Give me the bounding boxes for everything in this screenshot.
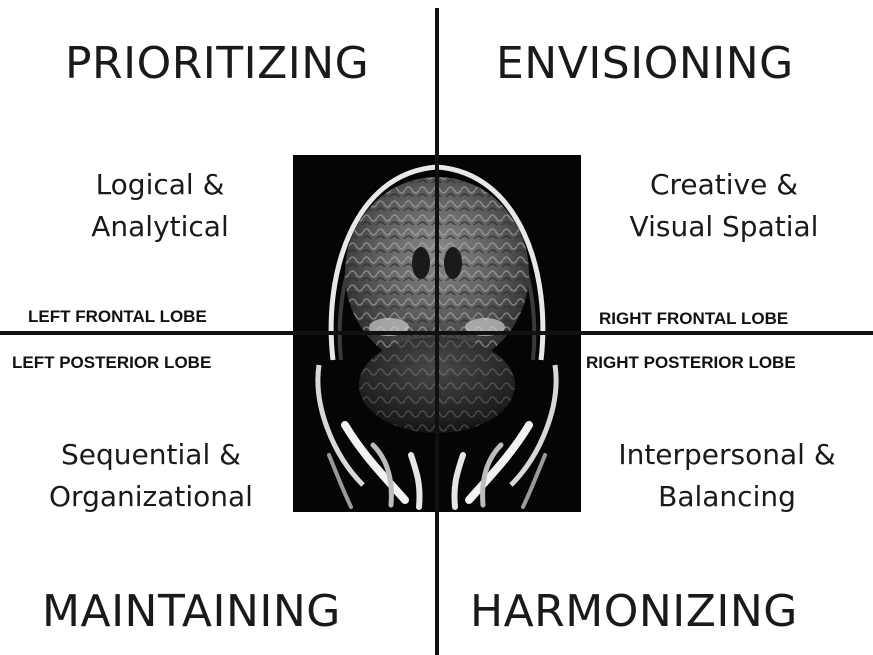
quadrant-title-bottom-right: HARMONIZING: [470, 586, 798, 637]
label-left-frontal-lobe: LEFT FRONTAL LOBE: [28, 307, 207, 326]
trait-top-right: Creative & Visual Spatial: [594, 164, 854, 248]
label-right-posterior-lobe: RIGHT POSTERIOR LOBE: [586, 353, 796, 372]
trait-bottom-left: Sequential & Organizational: [20, 434, 282, 518]
quadrant-title-top-left: PRIORITIZING: [65, 38, 370, 89]
horizontal-axis-line: [0, 331, 873, 335]
trait-bottom-left-line-2: Organizational: [49, 480, 253, 513]
trait-top-left-line-1: Logical &: [95, 168, 225, 201]
trait-top-right-line-1: Creative &: [649, 168, 799, 201]
trait-bottom-right: Interpersonal & Balancing: [592, 434, 862, 518]
label-right-frontal-lobe: RIGHT FRONTAL LOBE: [599, 309, 789, 328]
trait-top-right-line-2: Visual Spatial: [629, 210, 819, 243]
trait-bottom-left-line-1: Sequential &: [61, 438, 241, 471]
trait-top-left-line-2: Analytical: [91, 210, 229, 243]
trait-bottom-right-line-1: Interpersonal &: [618, 438, 836, 471]
trait-bottom-right-line-2: Balancing: [658, 480, 796, 513]
trait-top-left: Logical & Analytical: [40, 164, 280, 248]
quadrant-title-top-right: ENVISIONING: [496, 38, 794, 89]
quadrant-title-bottom-left: MAINTAINING: [42, 586, 341, 637]
label-left-posterior-lobe: LEFT POSTERIOR LOBE: [12, 353, 212, 372]
